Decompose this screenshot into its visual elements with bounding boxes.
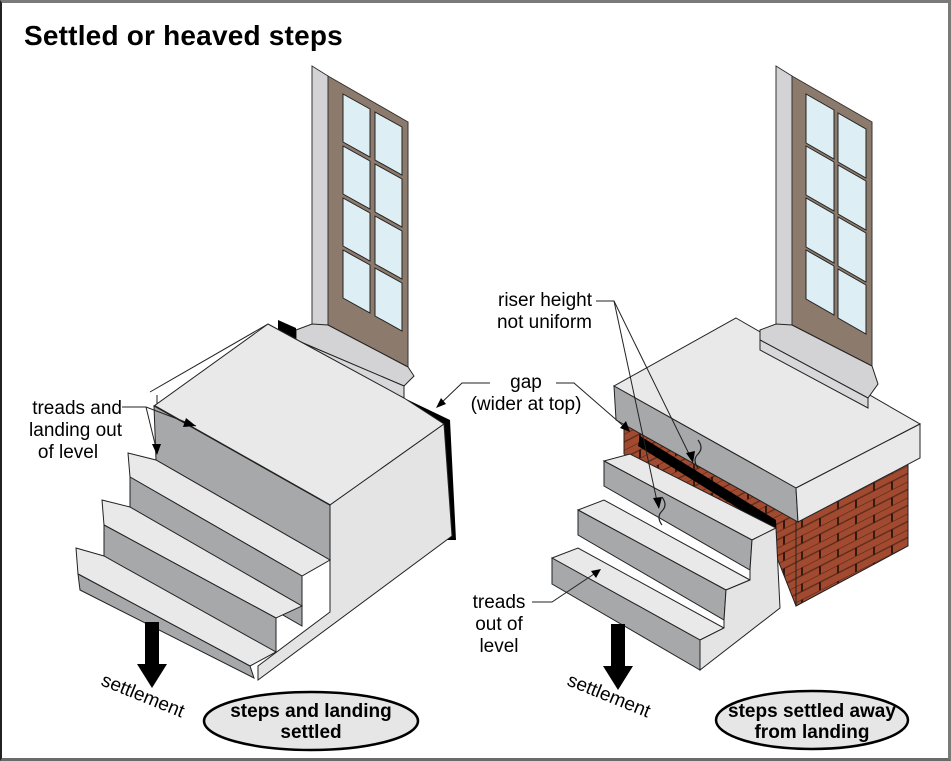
right-steps <box>550 453 781 672</box>
figure-title: Settled or heaved steps <box>24 20 343 51</box>
caption-line: settled <box>280 722 342 743</box>
left-caption-oval <box>202 690 420 752</box>
right-label-riser-height: riser height not uniform <box>466 290 592 334</box>
label-line: landing out <box>29 420 122 441</box>
right-landing-side <box>795 423 921 523</box>
label-line: gap <box>510 372 542 393</box>
label-line: (wider at top) <box>470 394 582 415</box>
left-caption: steps and landing settled <box>204 701 418 743</box>
left-scene <box>75 65 490 752</box>
right-settlement-arrow-icon <box>603 624 633 690</box>
caption-line: from landing <box>754 722 870 743</box>
left-steps <box>75 405 332 679</box>
label-line: riser height <box>498 290 592 311</box>
right-gap-leader <box>556 382 629 431</box>
left-gap-leader <box>437 382 490 407</box>
right-label-treads: treads out of level <box>466 592 532 658</box>
right-treads-leader <box>532 569 601 603</box>
label-gap: gap (wider at top) <box>456 372 596 416</box>
left-label-treads-landing: treads and landing out of level <box>14 398 122 464</box>
right-door-glass <box>805 93 867 335</box>
right-gap <box>638 436 780 608</box>
label-line: treads and <box>32 398 122 419</box>
left-door-glass <box>342 93 403 332</box>
label-line: level <box>479 636 519 657</box>
label-line: not uniform <box>496 312 592 333</box>
right-caption: steps settled away from landing <box>716 701 908 743</box>
left-settlement-arrow-icon <box>137 622 167 688</box>
caption-line: steps and landing <box>230 701 392 722</box>
caption-line: steps settled away <box>728 701 896 722</box>
right-scene <box>532 65 922 751</box>
label-line: treads <box>472 592 526 613</box>
label-line: out of <box>475 614 523 635</box>
right-caption-oval <box>714 689 910 751</box>
label-line: of level <box>37 442 99 463</box>
